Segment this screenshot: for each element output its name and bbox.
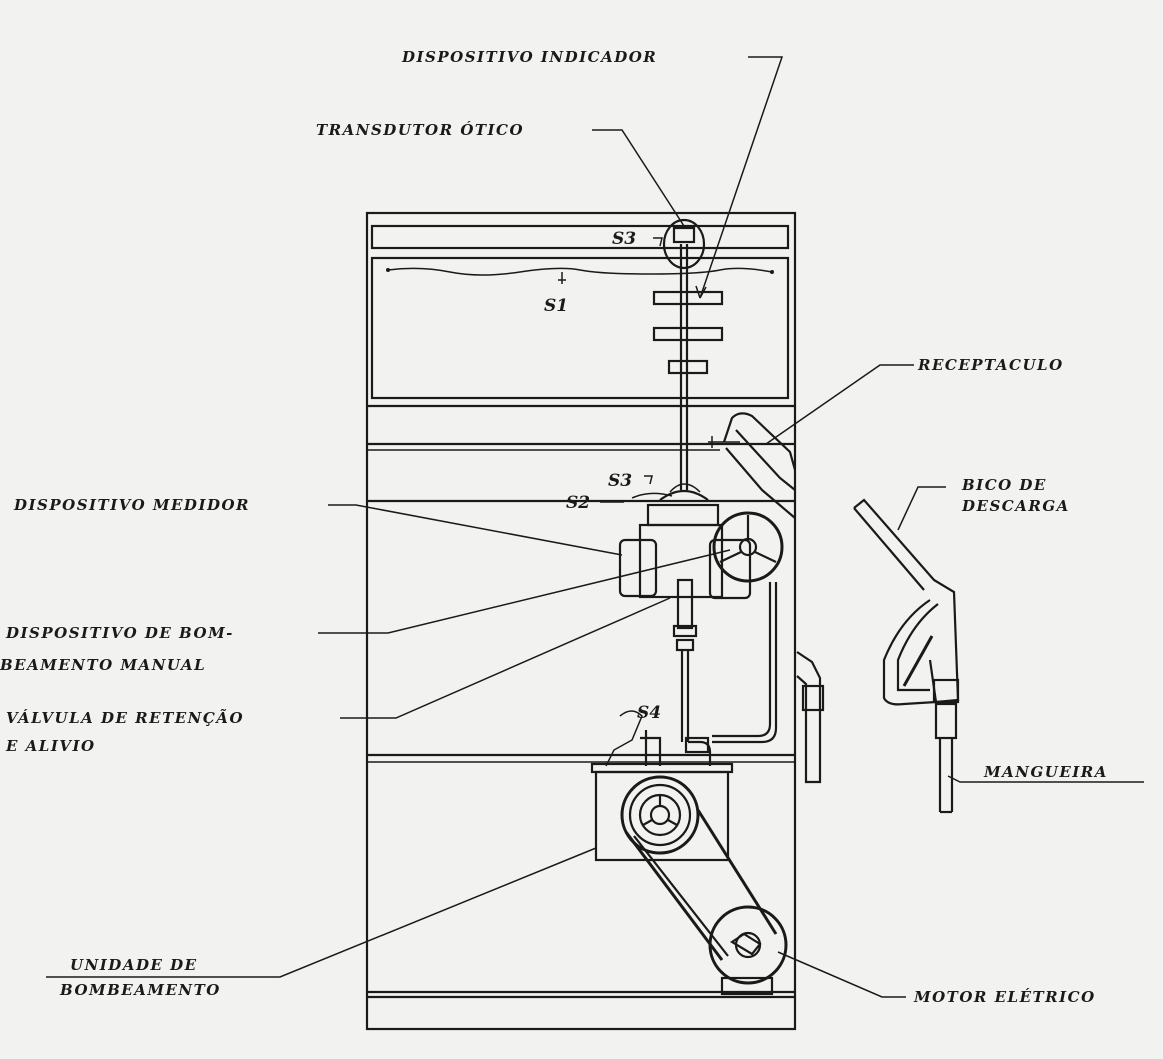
label-valvula-line2: E ALIVIO — [5, 737, 96, 755]
dispenser-cabinet — [365, 211, 797, 1031]
label-transdutor-otico: TRANSDUTOR ÓTICO — [316, 121, 524, 139]
hose-side — [796, 651, 825, 784]
manual-pump-wheel — [712, 511, 784, 583]
label-unidade-line1: UNIDADE DE — [70, 956, 198, 974]
sensor-labels: S3 S1 S3 S2 S4 — [544, 229, 661, 723]
label-bombeamento-manual-line1: DISPOSITIVO DE BOM- — [5, 624, 234, 642]
label-mangueira: MANGUEIRA — [983, 763, 1108, 781]
label-bico-de-descarga-line2: DESCARGA — [961, 497, 1070, 515]
label-receptaculo: RECEPTACULO — [917, 356, 1064, 374]
sensor-s1: S1 — [544, 296, 568, 316]
sensor-s2: S2 — [566, 493, 590, 513]
label-dispositivo-indicador: DISPOSITIVO INDICADOR — [401, 48, 657, 66]
sensor-s3-mid: S3 — [608, 471, 632, 491]
nozzle-receptacle — [708, 412, 797, 519]
label-dispositivo-medidor: DISPOSITIVO MEDIDOR — [13, 496, 250, 514]
label-bombeamento-manual-line2: BEAMENTO MANUAL — [0, 656, 206, 674]
label-motor-eletrico: MOTOR ELÉTRICO — [913, 988, 1096, 1006]
label-valvula-line1: VÁLVULA DE RETENÇÃO — [6, 708, 244, 727]
belt-drive-motor — [624, 809, 788, 996]
label-bico-de-descarga-line1: BICO DE — [961, 476, 1047, 494]
label-unidade-line2: BOMBEAMENTO — [59, 981, 221, 999]
sensor-s3-top: S3 — [612, 229, 636, 249]
check-relief-valve — [605, 578, 778, 767]
pump-unit — [590, 762, 734, 862]
optical-transducer — [653, 218, 706, 490]
leader-lines — [46, 56, 1144, 998]
component-labels: DISPOSITIVO INDICADOR TRANSDUTOR ÓTICO R… — [0, 48, 1108, 1006]
sensor-s1-wire — [386, 267, 774, 284]
discharge-nozzle — [853, 498, 960, 814]
sensor-s4: S4 — [637, 703, 661, 723]
